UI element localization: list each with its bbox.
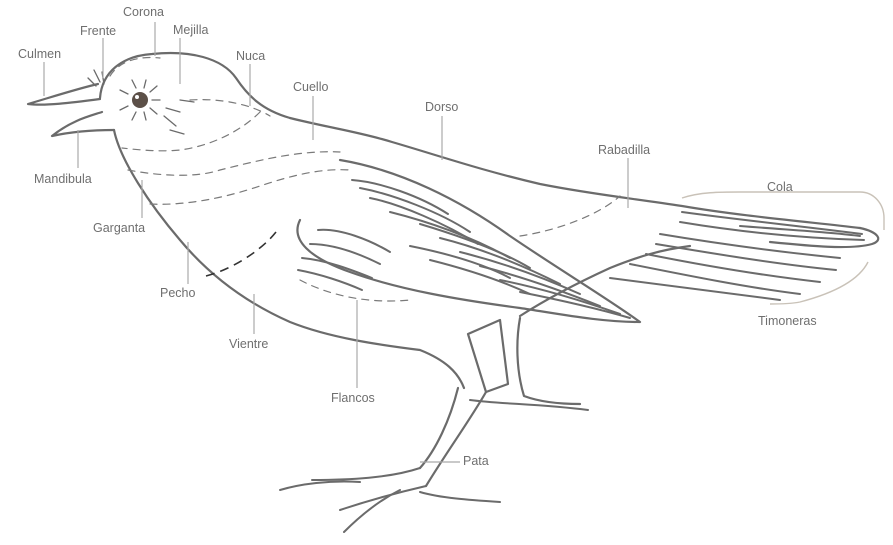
front-outline <box>114 130 464 388</box>
label-mejilla: Mejilla <box>173 23 208 37</box>
label-garganta: Garganta <box>93 221 145 235</box>
label-flancos: Flancos <box>331 391 375 405</box>
leader-lines <box>44 22 884 462</box>
back-outline <box>290 118 860 228</box>
label-cola: Cola <box>767 180 793 194</box>
breast-divider <box>206 232 276 276</box>
rump-region <box>520 196 620 236</box>
wing-feathers <box>298 180 630 318</box>
bird-illustration <box>28 53 878 532</box>
eye <box>120 80 194 134</box>
throat-region <box>128 152 340 176</box>
label-pata: Pata <box>463 454 489 468</box>
part-labels: Culmen Frente Corona Mejilla Nuca Cuello… <box>18 5 817 468</box>
beak-upper <box>28 84 100 105</box>
neck-region <box>122 112 260 151</box>
label-pecho: Pecho <box>160 286 195 300</box>
label-nuca: Nuca <box>236 49 265 63</box>
leg <box>280 318 588 532</box>
label-vientre: Vientre <box>229 337 268 351</box>
flank-region <box>300 280 410 301</box>
label-mandibula: Mandibula <box>34 172 92 186</box>
beak-lower <box>52 112 114 136</box>
label-frente: Frente <box>80 24 116 38</box>
label-corona: Corona <box>123 5 164 19</box>
label-dorso: Dorso <box>425 100 458 114</box>
under-tail <box>520 246 690 316</box>
label-timoneras: Timoneras <box>758 314 817 328</box>
label-culmen: Culmen <box>18 47 61 61</box>
label-rabadilla: Rabadilla <box>598 143 650 157</box>
label-cuello: Cuello <box>293 80 328 94</box>
